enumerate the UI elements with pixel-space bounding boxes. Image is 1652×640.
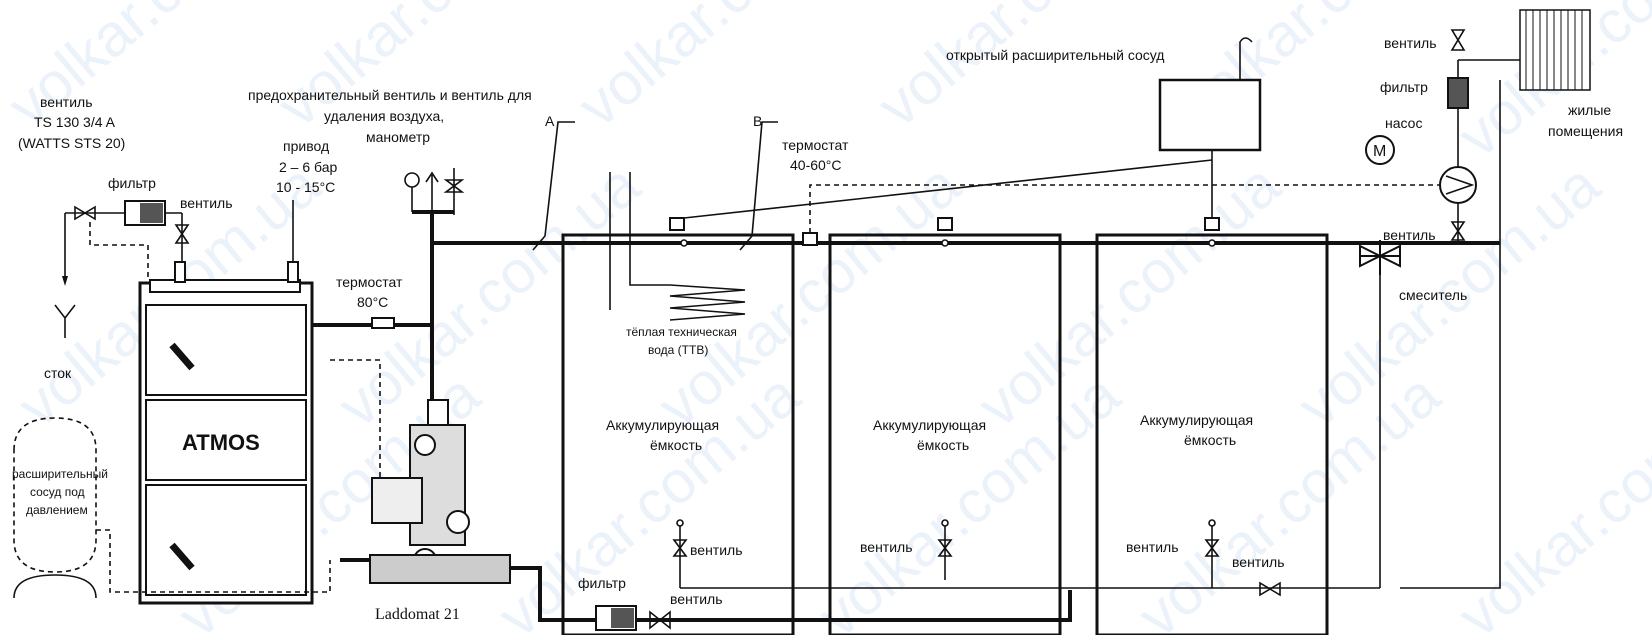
- pump-icon: [1439, 166, 1477, 204]
- safety-group: [404, 168, 465, 215]
- svg-text:жилые: жилые: [1568, 102, 1611, 118]
- svg-text:вентиль: вентиль: [1126, 539, 1179, 555]
- laddomat-21: [340, 399, 600, 622]
- boiler: ATMOS: [138, 261, 314, 605]
- svg-text:Аккумулирующая: Аккумулирующая: [1140, 412, 1253, 428]
- tank1-valve: [672, 519, 1380, 589]
- svg-text:предохранительный вентиль и в: предохранительный вентиль и вентиль для: [248, 87, 532, 103]
- thermostat-40-60-sensor: [802, 232, 818, 246]
- svg-text:Laddomat 21: Laddomat 21: [375, 606, 460, 623]
- svg-text:помещения: помещения: [1548, 123, 1623, 139]
- svg-text:удаления воздуха,: удаления воздуха,: [324, 108, 444, 124]
- svg-text:volkar.com.ua: volkar.com.ua: [865, 0, 1192, 140]
- svg-text:10 - 15°C: 10 - 15°C: [276, 179, 335, 195]
- svg-text:Аккумулирующая: Аккумулирующая: [606, 417, 719, 433]
- svg-text:тёплая техническая: тёплая техническая: [626, 325, 737, 339]
- valve-icon: [1204, 539, 1220, 557]
- svg-text:ёмкость: ёмкость: [1184, 432, 1236, 448]
- boiler-label: ATMOS: [182, 430, 260, 455]
- valve-icon: [74, 205, 96, 221]
- svg-text:смеситель: смеситель: [1399, 287, 1467, 303]
- svg-text:M: M: [1373, 143, 1386, 160]
- boiler-top: [149, 279, 301, 293]
- manometer-icon: [404, 172, 420, 188]
- svg-text:вентиль: вентиль: [690, 542, 743, 558]
- svg-text:B: B: [753, 113, 762, 129]
- pressure-vessel-body: [13, 417, 97, 573]
- svg-text:вентиль: вентиль: [40, 94, 93, 110]
- svg-text:привод: привод: [283, 138, 329, 154]
- gauge-icon: [414, 434, 436, 456]
- boiler-door-mid: [145, 399, 307, 481]
- pressure-vessel: [13, 417, 331, 599]
- door-handle-icon: [169, 342, 195, 371]
- svg-text:volkar.com.ua: volkar.com.ua: [565, 0, 892, 140]
- svg-text:ёмкость: ёмкость: [917, 437, 969, 453]
- svg-text:TS 130 3/4 A: TS 130 3/4 A: [34, 114, 116, 130]
- svg-text:расширительный: расширительный: [12, 467, 108, 481]
- valve-icon: [1450, 29, 1466, 51]
- svg-text:сток: сток: [44, 365, 72, 381]
- valve-icon: [937, 539, 953, 557]
- svg-text:80°C: 80°C: [357, 294, 388, 310]
- svg-text:volkar.com.ua: volkar.com.ua: [965, 150, 1292, 440]
- svg-text:вентиль: вентиль: [860, 539, 913, 555]
- tank2-valve: [937, 519, 953, 580]
- left-valve-assembly: [54, 200, 190, 338]
- thermostat-80-sensor: [371, 317, 395, 329]
- svg-text:манометр: манометр: [366, 129, 430, 145]
- safety-valve-icon: [443, 168, 465, 215]
- valve-icon: [649, 610, 671, 630]
- svg-text:термостат: термостат: [336, 274, 403, 290]
- boiler-door-bottom: [145, 484, 307, 596]
- svg-text:сосуд под: сосуд под: [30, 485, 85, 499]
- valve-icon: [1259, 581, 1281, 597]
- valve-icon: [672, 539, 688, 557]
- svg-text:вода (ТТВ): вода (ТТВ): [648, 343, 708, 357]
- svg-text:volkar.com.ua: volkar.com.ua: [1445, 360, 1652, 635]
- svg-text:давлением: давлением: [26, 503, 88, 517]
- gauge-icon: [446, 510, 470, 534]
- svg-text:вентиль: вентиль: [180, 195, 233, 211]
- svg-text:вентиль: вентиль: [670, 591, 723, 607]
- svg-text:volkar.com.ua: volkar.com.ua: [645, 150, 972, 440]
- door-handle-icon: [169, 542, 195, 571]
- mixing-valve-icon: [1359, 240, 1401, 275]
- filter-icon: [1447, 77, 1469, 109]
- motor-icon: [1365, 135, 1395, 165]
- return-pipe: [600, 590, 1072, 622]
- svg-text:A: A: [545, 113, 555, 129]
- svg-text:фильтр: фильтр: [1380, 79, 1428, 95]
- tank3-valve: [1204, 519, 1220, 588]
- svg-text:40-60°C: 40-60°C: [790, 157, 842, 173]
- valve-icon: [174, 224, 190, 244]
- svg-text:volkar.com.ua: volkar.com.ua: [1125, 360, 1452, 635]
- svg-text:(WATTS STS 20): (WATTS STS 20): [18, 135, 125, 151]
- svg-text:открытый расширительный сосуд: открытый расширительный сосуд: [946, 47, 1164, 63]
- svg-text:2 – 6 бар: 2 – 6 бар: [279, 159, 338, 175]
- svg-text:насос: насос: [1385, 115, 1422, 131]
- radiator-icon: [1519, 9, 1591, 91]
- svg-text:volkar.com.ua: volkar.com.ua: [485, 360, 812, 635]
- svg-text:вентиль: вентиль: [1384, 35, 1437, 51]
- svg-text:ёмкость: ёмкость: [650, 437, 702, 453]
- drain-icon: [54, 304, 76, 338]
- svg-text:фильтр: фильтр: [578, 575, 626, 591]
- svg-text:термостат: термостат: [782, 137, 849, 153]
- boiler-door-top: [145, 304, 307, 396]
- open-expansion-vessel: [683, 37, 1262, 219]
- svg-text:Аккумулирующая: Аккумулирующая: [873, 417, 986, 433]
- valve-icon: [1450, 221, 1466, 241]
- dhw-coil: [609, 172, 746, 321]
- air-vent-icon: [425, 171, 439, 215]
- svg-text:фильтр: фильтр: [108, 175, 156, 191]
- svg-text:вентиль: вентиль: [1383, 227, 1436, 243]
- svg-text:вентиль: вентиль: [1232, 554, 1285, 570]
- svg-text:volkar.com.ua: volkar.com.ua: [805, 360, 1132, 635]
